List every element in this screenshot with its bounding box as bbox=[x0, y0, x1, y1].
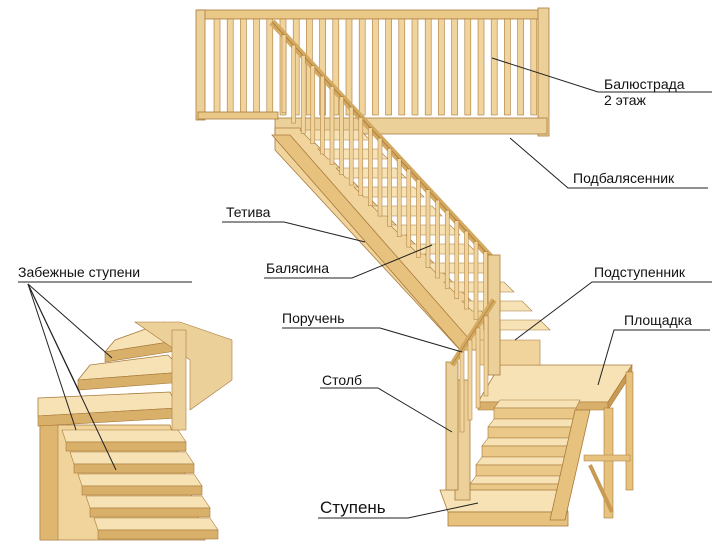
baluster bbox=[359, 19, 365, 115]
baluster bbox=[531, 19, 537, 115]
baluster bbox=[330, 86, 334, 164]
baluster bbox=[282, 35, 286, 113]
baluster bbox=[267, 19, 273, 115]
winder-tread bbox=[78, 474, 202, 486]
winder-tread bbox=[62, 430, 186, 442]
baluster bbox=[491, 19, 497, 115]
balustrade-bottom-rail bbox=[198, 112, 278, 119]
label-podbalyasennik: Подбалясенник bbox=[573, 170, 674, 186]
leader-poruchen bbox=[282, 328, 462, 352]
baluster bbox=[460, 352, 464, 432]
baluster bbox=[311, 66, 315, 144]
baluster bbox=[438, 19, 444, 115]
balustrade-post-left bbox=[196, 10, 205, 120]
baluster bbox=[359, 117, 363, 195]
baluster bbox=[292, 45, 296, 123]
riser bbox=[488, 427, 573, 438]
baluster bbox=[455, 221, 459, 299]
baluster bbox=[301, 55, 305, 133]
baluster bbox=[227, 19, 233, 115]
baluster bbox=[388, 148, 392, 226]
baluster bbox=[368, 128, 372, 206]
label-balyasina: Балясина bbox=[266, 260, 329, 276]
riser bbox=[476, 465, 567, 476]
baluster bbox=[399, 19, 405, 115]
baluster bbox=[452, 19, 458, 115]
baluster bbox=[478, 19, 484, 115]
landing-rail-low bbox=[584, 455, 630, 461]
label-stolb: Столб bbox=[322, 372, 362, 388]
baluster bbox=[476, 328, 480, 408]
label-ploshchadka: Площадка bbox=[624, 312, 692, 328]
baluster bbox=[372, 19, 378, 115]
label-podstupennik: Подступенник bbox=[594, 264, 685, 280]
label-tetiva: Тетива bbox=[226, 204, 270, 220]
balustrade-post-right bbox=[538, 8, 549, 136]
riser bbox=[482, 446, 570, 457]
tread bbox=[488, 419, 577, 427]
riser bbox=[494, 408, 576, 419]
balustrade-handrail bbox=[198, 10, 548, 19]
tread bbox=[470, 476, 568, 484]
baluster bbox=[426, 190, 430, 268]
winder-riser bbox=[90, 508, 210, 517]
landing-leg-back bbox=[626, 372, 633, 490]
label-poruchen: Поручень bbox=[282, 310, 345, 326]
winder-tread bbox=[70, 452, 194, 464]
winder-tread bbox=[94, 518, 218, 530]
baluster bbox=[349, 107, 353, 185]
baluster bbox=[386, 19, 392, 115]
baluster bbox=[504, 19, 510, 115]
baluster bbox=[397, 159, 401, 237]
winder-post bbox=[172, 330, 186, 430]
winder-riser bbox=[98, 530, 218, 539]
winder-riser bbox=[74, 464, 194, 473]
balustrade-2nd-floor bbox=[196, 8, 549, 136]
baluster bbox=[407, 169, 411, 247]
label-stupen: Ступень bbox=[320, 498, 386, 517]
leader-stolb bbox=[320, 388, 452, 432]
baluster bbox=[484, 316, 488, 396]
tread bbox=[482, 438, 574, 446]
baluster bbox=[464, 231, 468, 309]
label-balustrade: Балюстрада 2 этаж bbox=[604, 76, 685, 108]
baluster bbox=[468, 340, 472, 420]
tread bbox=[494, 400, 580, 408]
winder-steps-inset bbox=[38, 322, 232, 540]
leader-tetiva bbox=[222, 222, 365, 242]
landing-platform bbox=[478, 365, 632, 402]
label-zabezhnye: Забежные ступени bbox=[18, 264, 140, 280]
baluster bbox=[465, 19, 471, 115]
baluster bbox=[254, 19, 260, 115]
baluster bbox=[214, 19, 220, 115]
balustrade-balusters bbox=[214, 19, 537, 115]
winder-base-side bbox=[40, 425, 58, 540]
baluster bbox=[378, 138, 382, 216]
baluster bbox=[320, 76, 324, 154]
winder-riser bbox=[66, 442, 186, 451]
winder-tread bbox=[86, 496, 210, 508]
baluster bbox=[416, 179, 420, 257]
baluster bbox=[474, 241, 478, 319]
winder-riser bbox=[82, 486, 202, 495]
baluster bbox=[412, 19, 418, 115]
baluster bbox=[340, 97, 344, 175]
tread bbox=[476, 457, 571, 465]
baluster bbox=[436, 200, 440, 278]
tread bbox=[444, 282, 514, 292]
baluster bbox=[240, 19, 246, 115]
baluster bbox=[425, 19, 431, 115]
baluster bbox=[445, 210, 449, 288]
